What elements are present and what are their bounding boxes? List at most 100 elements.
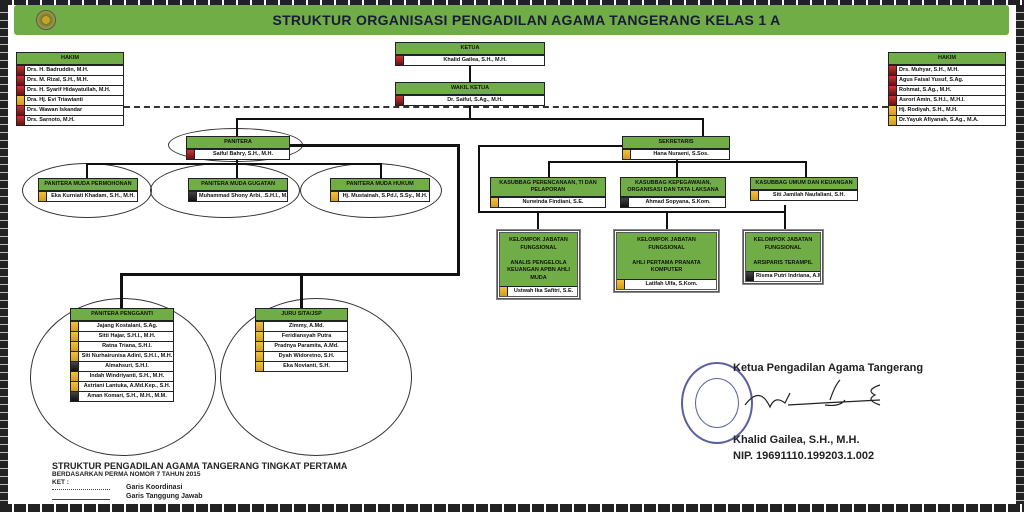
line-to-pengganti: [120, 273, 123, 308]
signature-nip: NIP. 19691110.199203.1.002: [733, 450, 875, 462]
person-photo-icon: [746, 272, 754, 281]
line-pm2: [236, 163, 238, 178]
member-row: Almahsuri, S.H.I.: [71, 361, 173, 371]
member-row: Ustwah Ika Safitri, S.E.: [500, 286, 577, 296]
line-panitera-top: [236, 118, 238, 136]
person-photo-icon: [71, 362, 79, 371]
member-row: Feridiansyah Putra: [256, 331, 347, 341]
member-row: Jajang Kostalani, S.Ag.: [71, 321, 173, 331]
line-f2: [666, 211, 668, 230]
person-photo-icon: [889, 66, 897, 75]
member-name: Agus Faisal Yusuf, S.Ag.: [899, 77, 964, 83]
member-row: Eka Novianti, S.H.: [256, 361, 347, 371]
member-row: Drs. H. Badruddin, M.H.: [17, 65, 123, 75]
film-border-left: [0, 0, 8, 512]
person-photo-icon: [17, 116, 25, 125]
person-photo-icon: [71, 352, 79, 361]
member-row: Saiful Bahry, S.H., M.H.: [187, 149, 289, 159]
line-fungsional-row: [160, 273, 460, 276]
member-name: Latifah Ulfa, S.Kom.: [645, 280, 698, 287]
member-row: Astriani Lantuka, A.Md.Kep., S.H.: [71, 381, 173, 391]
member-name: Nurwinda Findiani, S.E.: [522, 199, 584, 205]
member-row: Ratna Triana, S.H.I.: [71, 341, 173, 351]
person-photo-icon: [751, 191, 759, 200]
person-photo-icon: [500, 287, 508, 296]
member-name: Hj. Mustainah, S.Pd.I, S.Sy., M.H.: [342, 193, 428, 199]
person-photo-icon: [17, 86, 25, 95]
line-to-jurusita: [300, 273, 303, 308]
person-photo-icon: [621, 198, 629, 207]
member-name: Ahmad Sopyana, S.Kom.: [645, 199, 711, 205]
box-header: PANITERA: [187, 137, 289, 149]
member-row: Indah Windriyanti, S.H., M.H.: [71, 371, 173, 381]
box-header: PANITERA PENGGANTI: [71, 309, 173, 321]
person-photo-icon: [491, 198, 499, 207]
person-photo-icon: [71, 322, 79, 331]
line-to-panitera: [306, 118, 471, 120]
footer-subtitle: BERDASARKAN PERMA NOMOR 7 TAHUN 2015: [52, 471, 201, 478]
line-k3: [805, 161, 807, 177]
line-sekretaris-top: [702, 118, 704, 136]
box-header: KELOMPOK JABATAN FUNGSIONAL ANALIS PENGE…: [500, 233, 577, 286]
member-row: Drs. M. Rizal, S.H., M.H.: [17, 75, 123, 85]
film-border-top: [0, 0, 1024, 5]
member-row: Drs. Wawan Iskandar: [17, 105, 123, 115]
box-header: PANITERA MUDA HUKUM: [331, 179, 429, 191]
member-row: Nurwinda Findiani, S.E.: [491, 197, 605, 207]
title-bar: STRUKTUR ORGANISASI PENGADILAN AGAMA TAN…: [14, 5, 1009, 35]
box-header: HAKIM: [17, 53, 123, 65]
member-name: Dyah Widoretno, S.H.: [278, 353, 335, 359]
member-row: Dra. Hj. Evi Triawianti: [17, 95, 123, 105]
person-photo-icon: [39, 192, 47, 201]
person-photo-icon: [889, 116, 897, 125]
coordination-line: [124, 106, 888, 108]
org-box-kas-kepegawaian: KASUBBAG KEPEGAWAIAN, ORGANISASI DAN TAT…: [620, 177, 726, 208]
member-name: Ratna Triana, S.H.I.: [102, 343, 152, 349]
member-row: Dr.Yayuk Afiyanah, S.Ag., M.A.: [889, 115, 1005, 125]
member-name: Siti Jamilah Naufaliani, S.H.: [772, 192, 846, 198]
member-row: Siti Jamilah Naufaliani, S.H.: [751, 190, 857, 200]
line-panitera-h: [236, 118, 306, 120]
box-header: KASUBBAG KEPEGAWAIAN, ORGANISASI DAN TAT…: [621, 178, 725, 197]
signature-position: Ketua Pengadilan Agama Tangerang: [733, 362, 924, 374]
box-header: KELOMPOK JABATAN FUNGSIONAL ARSIPARIS TE…: [746, 233, 820, 271]
line-panitera-vertical: [457, 144, 460, 276]
member-name: Drs. Muhyar, S.H., M.H.: [899, 67, 959, 73]
box-header: KELOMPOK JABATAN FUNGSIONAL AHLI PERTAMA…: [617, 233, 716, 279]
box-header: KASUBBAG PERENCANAAN, TI DAN PELAPORAN: [491, 178, 605, 197]
member-row: Ahmad Sopyana, S.Kom.: [621, 197, 725, 207]
line-fr2: [120, 273, 162, 276]
org-box-pm-hukum: PANITERA MUDA HUKUM Hj. Mustainah, S.Pd.I…: [330, 178, 430, 202]
member-name: Drs. M. Rizal, S.H., M.H.: [27, 77, 89, 83]
box-header: PANITERA MUDA PERMOHONAN: [39, 179, 137, 191]
member-row: Asrori Amin, S.H.I., M.H.I.: [889, 95, 1005, 105]
member-name: Rohmat, S.Ag., M.H.: [899, 87, 952, 93]
person-photo-icon: [396, 96, 404, 105]
member-name: Dr.Yayuk Afiyanah, S.Ag., M.A.: [899, 117, 979, 123]
person-photo-icon: [331, 192, 339, 201]
member-name: Sitti Hajar, S.H.I., M.H.: [98, 333, 156, 339]
legend-solid-line: [52, 499, 110, 500]
person-photo-icon: [17, 76, 25, 85]
person-photo-icon: [256, 342, 264, 351]
member-row: Pradnya Paramita, A.Md.: [256, 341, 347, 351]
line-pm3: [380, 163, 382, 178]
person-photo-icon: [256, 322, 264, 331]
member-name: Siti Nurhairunisa Adini, S.H.I., M.H.: [81, 353, 173, 359]
jurusita-oval: [220, 298, 412, 456]
person-photo-icon: [17, 106, 25, 115]
member-row: Dr. Saiful, S.Ag., M.H.: [396, 95, 544, 105]
member-row: Sitti Hajar, S.H.I., M.H.: [71, 331, 173, 341]
legend-coordination: Garis Koordinasi: [126, 484, 183, 491]
member-name: Indah Windriyanti, S.H., M.H.: [89, 373, 165, 379]
box-header: SEKRETARIS: [623, 137, 729, 149]
member-name: Almahsuri, S.H.I.: [105, 363, 149, 369]
member-row: Drs. H. Syarif Hidayatullah, M.H.: [17, 85, 123, 95]
member-name: Eka Novianti, S.H.: [283, 363, 330, 369]
film-border-right: [1016, 0, 1024, 512]
